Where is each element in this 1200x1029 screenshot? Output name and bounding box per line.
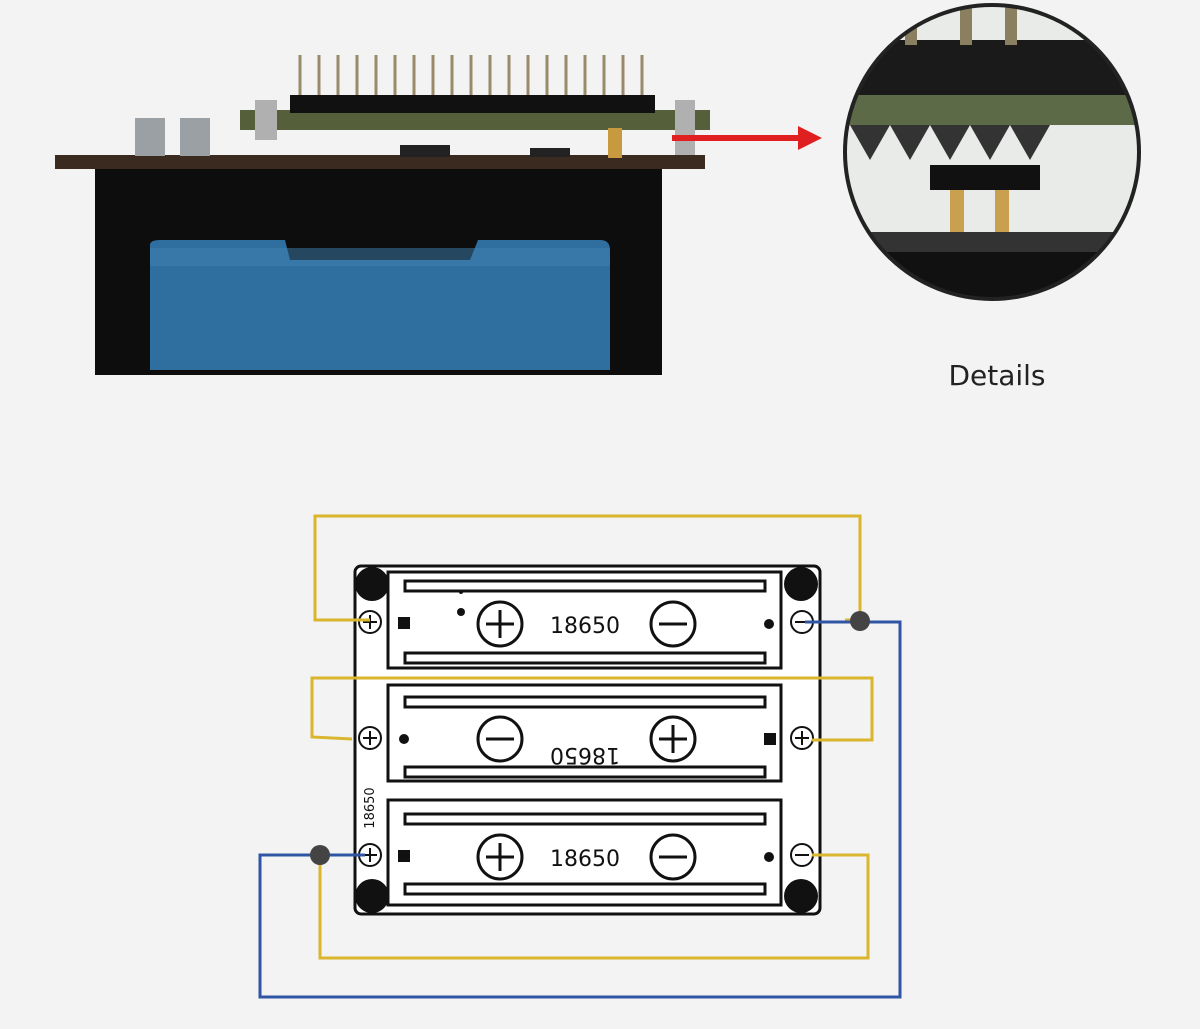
wiring bbox=[258, 514, 902, 999]
capacitor bbox=[135, 118, 165, 156]
yellow-wire-bottom bbox=[318, 853, 870, 960]
header-pins bbox=[298, 55, 644, 95]
mounting-hole-icon bbox=[355, 567, 818, 913]
capacitor bbox=[180, 118, 210, 156]
plus-icon bbox=[476, 600, 524, 648]
blue-wire bbox=[258, 620, 902, 999]
battery-cell bbox=[150, 240, 610, 370]
cell-slot-1 bbox=[386, 570, 783, 670]
terminal-plus-icon bbox=[790, 726, 814, 750]
details-label: Details bbox=[948, 359, 1045, 392]
cell-slot-3 bbox=[386, 798, 783, 907]
side-label: 18650 bbox=[363, 787, 378, 828]
pin-header bbox=[290, 95, 655, 113]
plus-icon bbox=[476, 833, 524, 881]
product-side-view bbox=[55, 55, 710, 375]
minus-icon bbox=[649, 600, 697, 648]
pogo-pin bbox=[608, 128, 622, 158]
cell-2-label: 18650 bbox=[550, 742, 620, 767]
cell-1-label: 18650 bbox=[550, 614, 620, 639]
red-arrow-icon bbox=[672, 126, 822, 150]
plus-icon bbox=[649, 715, 697, 763]
top-pcb bbox=[240, 110, 710, 130]
terminal-plus-icon bbox=[358, 610, 382, 634]
junction-dot bbox=[850, 611, 870, 631]
cell-slot-2 bbox=[386, 683, 783, 783]
minus-icon bbox=[649, 833, 697, 881]
cell-3-label: 18650 bbox=[550, 847, 620, 872]
terminal-plus-icon bbox=[358, 726, 382, 750]
detail-zoom-circle bbox=[843, 3, 1141, 301]
yellow-wire-middle bbox=[310, 676, 874, 742]
minus-icon bbox=[476, 715, 524, 763]
battery-holder-diagram: 18650 18650 18650 18650 bbox=[353, 564, 822, 916]
junction-dot bbox=[310, 845, 330, 865]
pcb-board bbox=[55, 155, 705, 169]
